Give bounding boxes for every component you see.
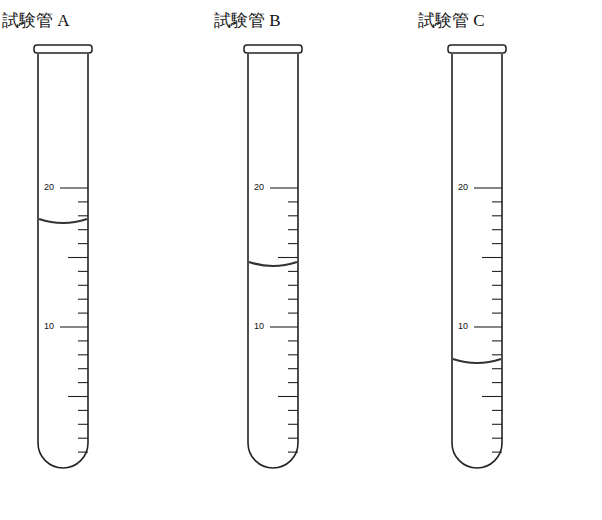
- graduation-tick: [278, 257, 298, 258]
- liquid-meniscus: [39, 219, 87, 223]
- graduation-tick: [288, 229, 298, 230]
- graduation-tick: [288, 299, 298, 300]
- test-tube: [448, 45, 506, 468]
- graduation-tick: [492, 229, 502, 230]
- scale-number: 20: [44, 183, 54, 192]
- graduation-tick: [288, 452, 298, 453]
- graduation-tick: [78, 368, 88, 369]
- graduation-tick: [492, 438, 502, 439]
- graduation-tick: [288, 410, 298, 411]
- graduation-tick: [288, 354, 298, 355]
- scale-number: 20: [254, 183, 264, 192]
- graduation-tick: [482, 396, 502, 397]
- graduation-tick: [270, 326, 298, 327]
- graduation-tick: [78, 438, 88, 439]
- graduation-tick: [78, 354, 88, 355]
- tube-rim: [448, 45, 506, 53]
- graduation-tick: [492, 368, 502, 369]
- graduation-tick: [288, 271, 298, 272]
- tube-rim: [34, 45, 92, 53]
- graduation-tick: [492, 410, 502, 411]
- scale-number: 10: [44, 322, 54, 331]
- graduation-tick: [288, 340, 298, 341]
- graduation-tick: [288, 285, 298, 286]
- graduation-tick: [288, 382, 298, 383]
- scale-number: 10: [254, 322, 264, 331]
- graduation-tick: [288, 368, 298, 369]
- graduation-tick: [288, 438, 298, 439]
- graduation-tick: [78, 410, 88, 411]
- graduation-tick: [482, 257, 502, 258]
- test-tube: [34, 45, 92, 468]
- graduation-tick: [78, 299, 88, 300]
- graduation-tick: [78, 271, 88, 272]
- graduation-tick: [288, 215, 298, 216]
- graduation-tick: [492, 215, 502, 216]
- graduation-tick: [78, 201, 88, 202]
- graduation-tick: [474, 326, 502, 327]
- graduation-tick: [78, 229, 88, 230]
- scale-number: 10: [458, 322, 468, 331]
- graduation-tick: [492, 271, 502, 272]
- graduation-tick: [78, 424, 88, 425]
- graduation-tick: [78, 452, 88, 453]
- tube-rim: [244, 45, 302, 53]
- graduation-tick: [60, 187, 88, 188]
- scale-number: 20: [458, 183, 468, 192]
- graduation-tick: [492, 452, 502, 453]
- liquid-meniscus: [453, 359, 501, 363]
- tube-wall: [38, 54, 88, 468]
- graduation-tick: [288, 243, 298, 244]
- graduation-tick: [492, 285, 502, 286]
- graduation-tick: [492, 354, 502, 355]
- graduation-tick: [78, 313, 88, 314]
- graduation-tick: [68, 257, 88, 258]
- tube-wall: [452, 54, 502, 468]
- graduation-tick: [78, 243, 88, 244]
- graduation-tick: [492, 382, 502, 383]
- graduation-tick: [492, 201, 502, 202]
- tube-label: 試験管 C: [418, 12, 485, 29]
- graduation-tick: [78, 382, 88, 383]
- tube-label: 試験管 B: [214, 12, 281, 29]
- graduation-tick: [288, 201, 298, 202]
- graduation-tick: [78, 215, 88, 216]
- test-tube: [244, 45, 302, 468]
- graduation-tick: [492, 299, 502, 300]
- graduation-tick: [492, 340, 502, 341]
- liquid-meniscus: [249, 262, 297, 266]
- graduation-tick: [492, 243, 502, 244]
- graduation-tick: [78, 285, 88, 286]
- tube-label: 試験管 A: [2, 12, 70, 29]
- graduation-tick: [78, 340, 88, 341]
- graduation-tick: [68, 396, 88, 397]
- graduation-tick: [492, 313, 502, 314]
- tube-wall: [248, 54, 298, 468]
- graduation-tick: [270, 187, 298, 188]
- graduation-tick: [288, 313, 298, 314]
- graduation-tick: [288, 424, 298, 425]
- graduation-tick: [474, 187, 502, 188]
- graduation-tick: [278, 396, 298, 397]
- graduation-tick: [60, 326, 88, 327]
- graduation-tick: [492, 424, 502, 425]
